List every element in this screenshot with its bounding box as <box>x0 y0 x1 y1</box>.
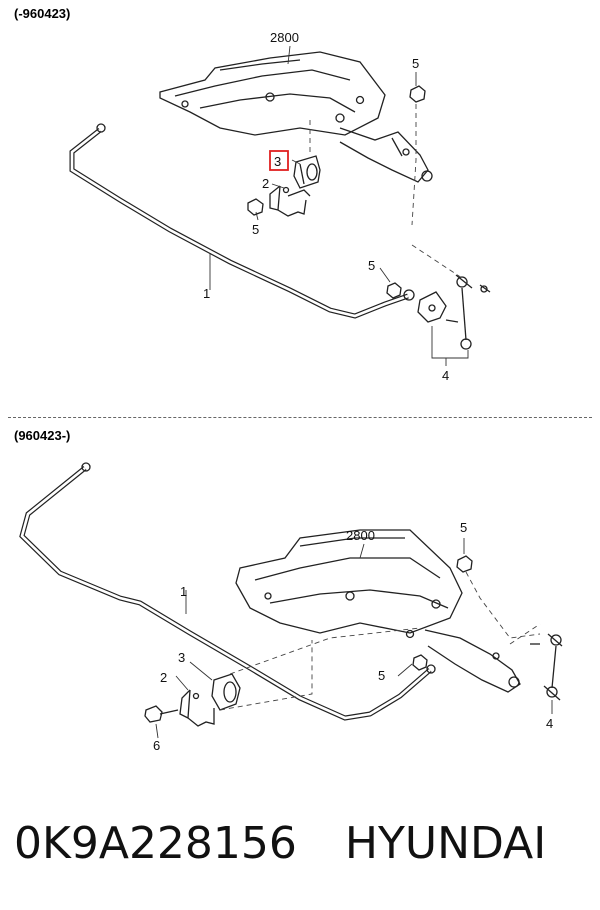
stabilizer-bar <box>19 462 436 721</box>
callout-5-left: 5 <box>252 222 259 237</box>
bolt-part <box>144 705 179 723</box>
stabilizer-link <box>530 633 563 701</box>
callout-3: 3 <box>178 650 185 665</box>
callout-4: 4 <box>442 368 449 383</box>
brand-name: HYUNDAI <box>344 817 547 869</box>
callout-4: 4 <box>546 716 553 731</box>
bracket-part <box>269 185 311 217</box>
callout-6: 6 <box>153 738 160 753</box>
nut-link <box>386 282 402 299</box>
crossmember-frame <box>159 51 433 183</box>
highlight-box <box>269 150 289 171</box>
section-label-late: (960423-) <box>14 428 71 443</box>
section-divider <box>8 417 592 418</box>
diagram-late-model: 2800 5 1 3 2 6 5 4 <box>19 462 563 753</box>
crossmember-frame <box>235 529 521 693</box>
callout-2: 2 <box>262 176 269 191</box>
bushing-part <box>293 155 321 189</box>
callout-5-upper: 5 <box>412 56 419 71</box>
callout-2800: 2800 <box>270 30 299 45</box>
callout-3: 3 <box>274 154 281 169</box>
section-label-early: (-960423) <box>14 6 71 21</box>
nut-upper <box>409 85 426 103</box>
bracket-part <box>179 689 215 727</box>
part-caption: 0K9A228156 HYUNDAI <box>14 808 594 878</box>
diagram-early-model: 2800 5 3 2 5 1 5 4 <box>69 30 491 383</box>
nut-link <box>412 654 428 671</box>
callout-1: 1 <box>203 286 210 301</box>
callout-2: 2 <box>160 670 167 685</box>
callout-5-link: 5 <box>378 668 385 683</box>
bushing-part <box>211 673 241 711</box>
nut-upper <box>456 555 473 573</box>
stabilizer-link <box>417 274 491 350</box>
part-number: 0K9A228156 <box>14 817 297 869</box>
callout-5-upper: 5 <box>460 520 467 535</box>
callout-1: 1 <box>180 584 187 599</box>
nut-left <box>247 198 264 216</box>
callout-2800: 2800 <box>346 528 375 543</box>
callout-5-link: 5 <box>368 258 375 273</box>
stabilizer-bar <box>69 123 415 319</box>
